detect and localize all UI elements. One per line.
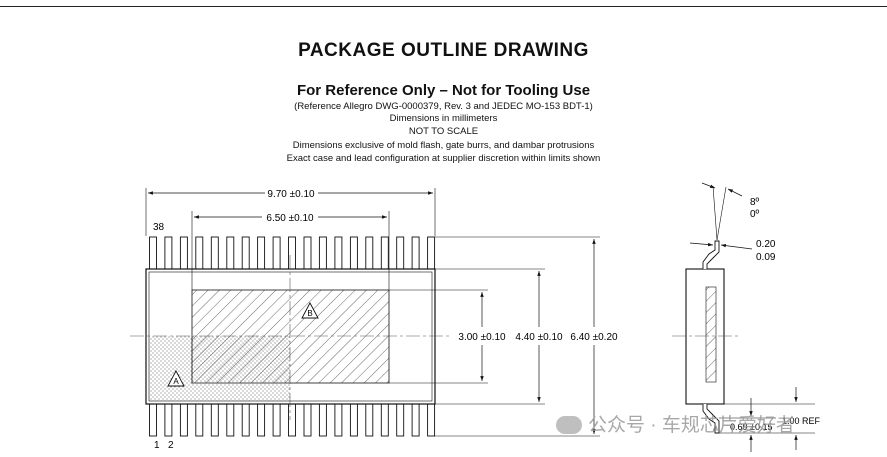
top-lead <box>195 236 204 270</box>
watermark-text: 公众号 · 车规芯片爱好者 <box>588 415 795 436</box>
bottom-lead <box>380 403 389 437</box>
foot-length-label: 0.60 ±0.15 <box>730 422 772 432</box>
top-lead <box>380 236 389 270</box>
top-lead <box>396 236 405 270</box>
top-lead <box>179 236 188 270</box>
top-lead <box>288 236 296 270</box>
angle-max-label: 8º <box>750 197 760 208</box>
bottom-pin-row <box>149 403 436 437</box>
bottom-lead <box>318 403 327 437</box>
marker-b-label: B <box>307 309 312 318</box>
dim-overall-length: 9.70 ±0.10 <box>145 188 436 236</box>
lead-thickness-max-label: 0.20 <box>756 239 776 250</box>
top-lead <box>272 236 281 270</box>
top-lead <box>226 236 235 270</box>
bottom-lead <box>149 403 157 437</box>
note-configuration: Exact case and lead configuration at sup… <box>286 153 601 164</box>
bottom-lead <box>257 403 266 437</box>
note-exclusions: Dimensions exclusive of mold flash, gate… <box>292 140 595 151</box>
dim-foot-ref: 1.00 REF <box>719 387 821 450</box>
pin-2-label: 2 <box>168 440 174 451</box>
bottom-lead <box>303 403 312 437</box>
top-lead <box>164 236 173 270</box>
wechat-icon <box>556 416 582 434</box>
dim-overall-length-label: 9.70 ±0.10 <box>267 189 315 200</box>
dim-inner-length-label: 6.50 ±0.10 <box>266 213 314 224</box>
bottom-lead <box>272 403 281 437</box>
top-lead <box>318 236 327 270</box>
angle-min-label: 0º <box>750 209 760 220</box>
top-lead <box>334 236 343 270</box>
drawing-subtitle: For Reference Only – Not for Tooling Use <box>296 82 591 99</box>
pin-one-area <box>149 336 290 401</box>
foot-length-ref-label: 1.00 REF <box>782 416 821 426</box>
top-rule <box>0 6 887 7</box>
bottom-lead <box>226 403 235 437</box>
watermark: 公众号 · 车规芯片爱好者 <box>556 410 795 437</box>
pin-1-label: 1 <box>154 440 160 451</box>
note-reference: (Reference Allegro DWG-0000379, Rev. 3 a… <box>294 101 593 112</box>
side-bottom-lead <box>702 404 720 434</box>
top-lead <box>365 236 374 270</box>
note-scale: NOT TO SCALE <box>408 126 479 137</box>
dim-lead-angle: 8º 0º <box>701 182 760 241</box>
side-view: 8º 0º 0.20 0.09 1.00 REF 0.60 ±0.15 <box>672 182 821 452</box>
side-body <box>685 268 725 405</box>
dim-overall-width-label: 6.40 ±0.20 <box>570 332 618 343</box>
dim-body-width-label: 4.40 ±0.10 <box>515 332 563 343</box>
bottom-lead <box>365 403 374 437</box>
side-top-lead <box>702 240 720 269</box>
bottom-lead <box>334 403 343 437</box>
drawing-title: PACKAGE OUTLINE DRAWING <box>298 40 589 61</box>
bottom-lead <box>396 403 405 437</box>
top-lead <box>257 236 266 270</box>
bottom-lead <box>349 403 358 437</box>
bottom-lead <box>411 403 420 437</box>
top-lead <box>241 236 250 270</box>
side-exposed-pad <box>705 286 717 383</box>
dim-pad-height-label: 3.00 ±0.10 <box>458 332 506 343</box>
bottom-lead <box>241 403 250 437</box>
dim-pad-height: 3.00 ±0.10 <box>389 289 506 384</box>
top-lead <box>149 236 157 270</box>
top-lead <box>349 236 358 270</box>
dim-overall-width: 6.40 ±0.20 <box>435 236 618 437</box>
bottom-lead <box>164 403 173 437</box>
dim-inner-length: 6.50 ±0.10 <box>191 211 390 290</box>
lead-thickness-min-label: 0.09 <box>756 252 776 263</box>
note-units: Dimensions in millimeters <box>389 113 498 124</box>
bottom-lead <box>210 403 219 437</box>
marker-b-triangle <box>301 302 319 319</box>
pin-38-label: 38 <box>153 222 165 233</box>
top-lead <box>411 236 420 270</box>
dim-lead-thickness: 0.20 0.09 <box>689 239 776 263</box>
top-lead <box>427 236 436 270</box>
bottom-lead <box>179 403 188 437</box>
top-lead <box>210 236 219 270</box>
dim-foot-length: 0.60 ±0.15 <box>719 398 776 452</box>
top-pin-row <box>149 236 436 270</box>
bottom-lead <box>288 403 296 437</box>
dim-body-width: 4.40 ±0.10 <box>435 268 563 405</box>
marker-a-label: A <box>173 377 179 386</box>
bottom-lead <box>427 403 436 437</box>
top-view: A B 38 1 2 9.70 ±0.10 6.50 ±0.10 <box>130 188 618 451</box>
bottom-lead <box>195 403 204 437</box>
marker-a-triangle <box>167 370 185 387</box>
top-lead <box>303 236 312 270</box>
